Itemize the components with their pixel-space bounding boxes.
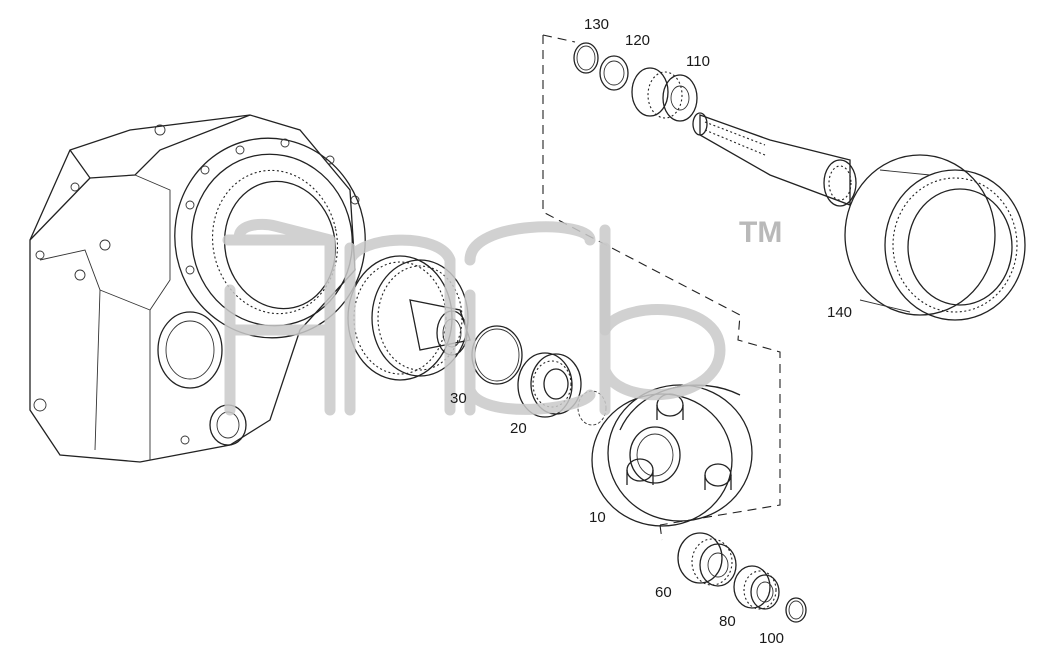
circlip-130 (573, 42, 599, 74)
drive-shaft (692, 112, 857, 207)
ring-gear-140 (844, 154, 1026, 321)
roller-bearing-110 (631, 67, 698, 122)
watermark-trademark: TM (739, 216, 783, 249)
callout-80: 80 (719, 613, 736, 630)
callout-130: 130 (584, 16, 610, 33)
callout-10: 10 (589, 509, 606, 526)
assembly-guide-lines (542, 34, 781, 541)
callout-140: 140 (827, 304, 853, 321)
watermark-logo (222, 218, 726, 416)
callout-30: 30 (450, 390, 467, 407)
callout-120: 120 (625, 32, 651, 49)
snap-ring-30 (471, 325, 523, 385)
callout-20: 20 (510, 420, 527, 437)
callout-100: 100 (759, 630, 785, 647)
planet-carrier-10 (591, 384, 753, 527)
planet-gear-60 (677, 532, 737, 587)
circlip-100 (785, 597, 807, 623)
callout-110: 110 (686, 53, 710, 70)
callout-60: 60 (655, 584, 672, 601)
washer-120 (599, 55, 629, 91)
needle-bearing-80 (733, 565, 780, 610)
